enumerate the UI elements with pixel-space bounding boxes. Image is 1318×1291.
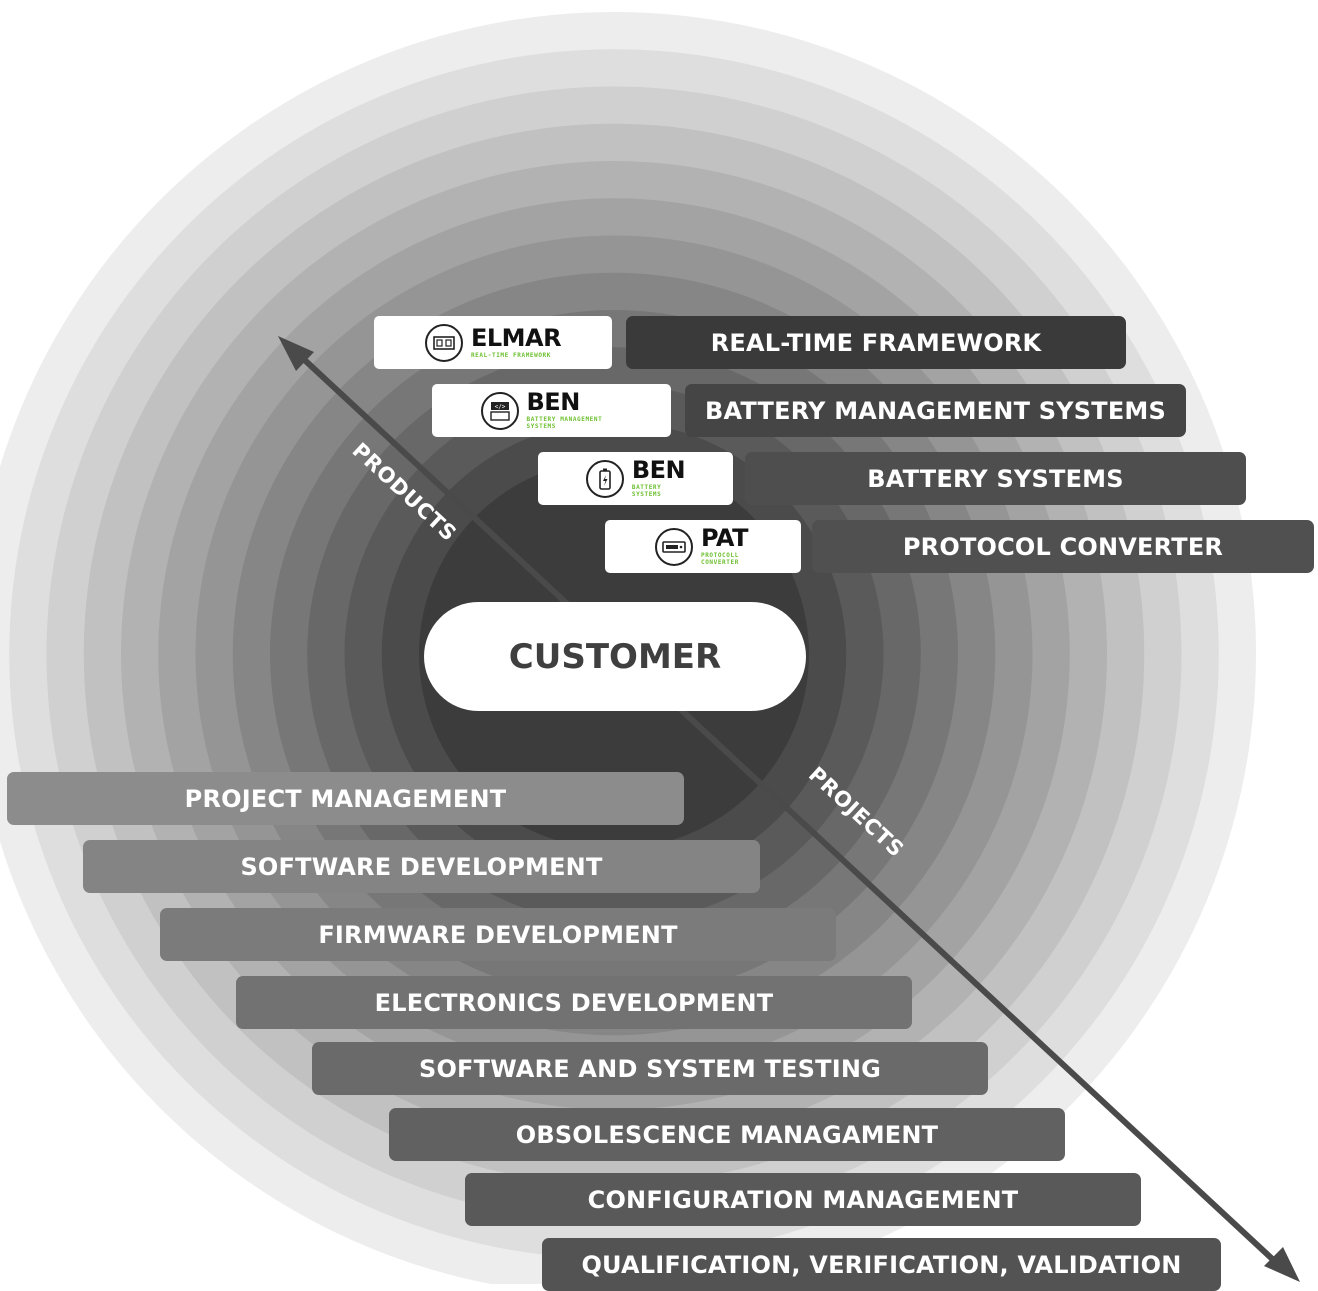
product-bar-protocol-converter[interactable]: PROTOCOL CONVERTER (812, 520, 1314, 573)
product-bar-real-time-framework[interactable]: REAL-TIME FRAMEWORK (626, 316, 1126, 369)
logo-subtitle: BATTERY SYSTEMS (631, 484, 662, 498)
project-bar-electronics-development[interactable]: ELECTRONICS DEVELOPMENT (236, 976, 912, 1029)
product-bar-battery-systems[interactable]: BATTERY SYSTEMS (745, 452, 1246, 505)
logo-name: ELMAR (470, 323, 562, 352)
code-module-icon: </> (480, 391, 519, 430)
logo-subtitle: PROTOCOLL CONVERTER (701, 552, 739, 566)
project-bar-software-system-testing[interactable]: SOFTWARE AND SYSTEM TESTING (312, 1042, 988, 1095)
battery-icon (585, 459, 624, 498)
product-bar-battery-management-systems[interactable]: BATTERY MANAGEMENT SYSTEMS (685, 384, 1186, 437)
project-bar-configuration-management[interactable]: CONFIGURATION MANAGEMENT (465, 1173, 1141, 1226)
logo-subtitle: BATTERY MANAGEMENT SYSTEMS (526, 416, 603, 430)
svg-text:</>: </> (494, 403, 505, 410)
logo-name: BEN (631, 456, 686, 485)
logo-name: BEN (526, 388, 581, 417)
project-bar-qualification-verification-validation[interactable]: QUALIFICATION, VERIFICATION, VALIDATION (542, 1238, 1221, 1291)
converter-device-icon (655, 527, 693, 566)
customer-center-pill[interactable]: CUSTOMER (424, 602, 806, 711)
logo-subtitle: REAL-TIME FRAMEWORK (470, 351, 551, 359)
logo-name: PAT (701, 524, 748, 553)
project-bar-firmware-development[interactable]: FIRMWARE DEVELOPMENT (160, 908, 836, 961)
project-bar-project-management[interactable]: PROJECT MANAGEMENT (7, 772, 684, 825)
circuit-board-icon (424, 323, 463, 362)
project-bar-obsolescence-management[interactable]: OBSOLESCENCE MANAGAMENT (389, 1108, 1065, 1161)
project-bar-software-development[interactable]: SOFTWARE DEVELOPMENT (83, 840, 760, 893)
